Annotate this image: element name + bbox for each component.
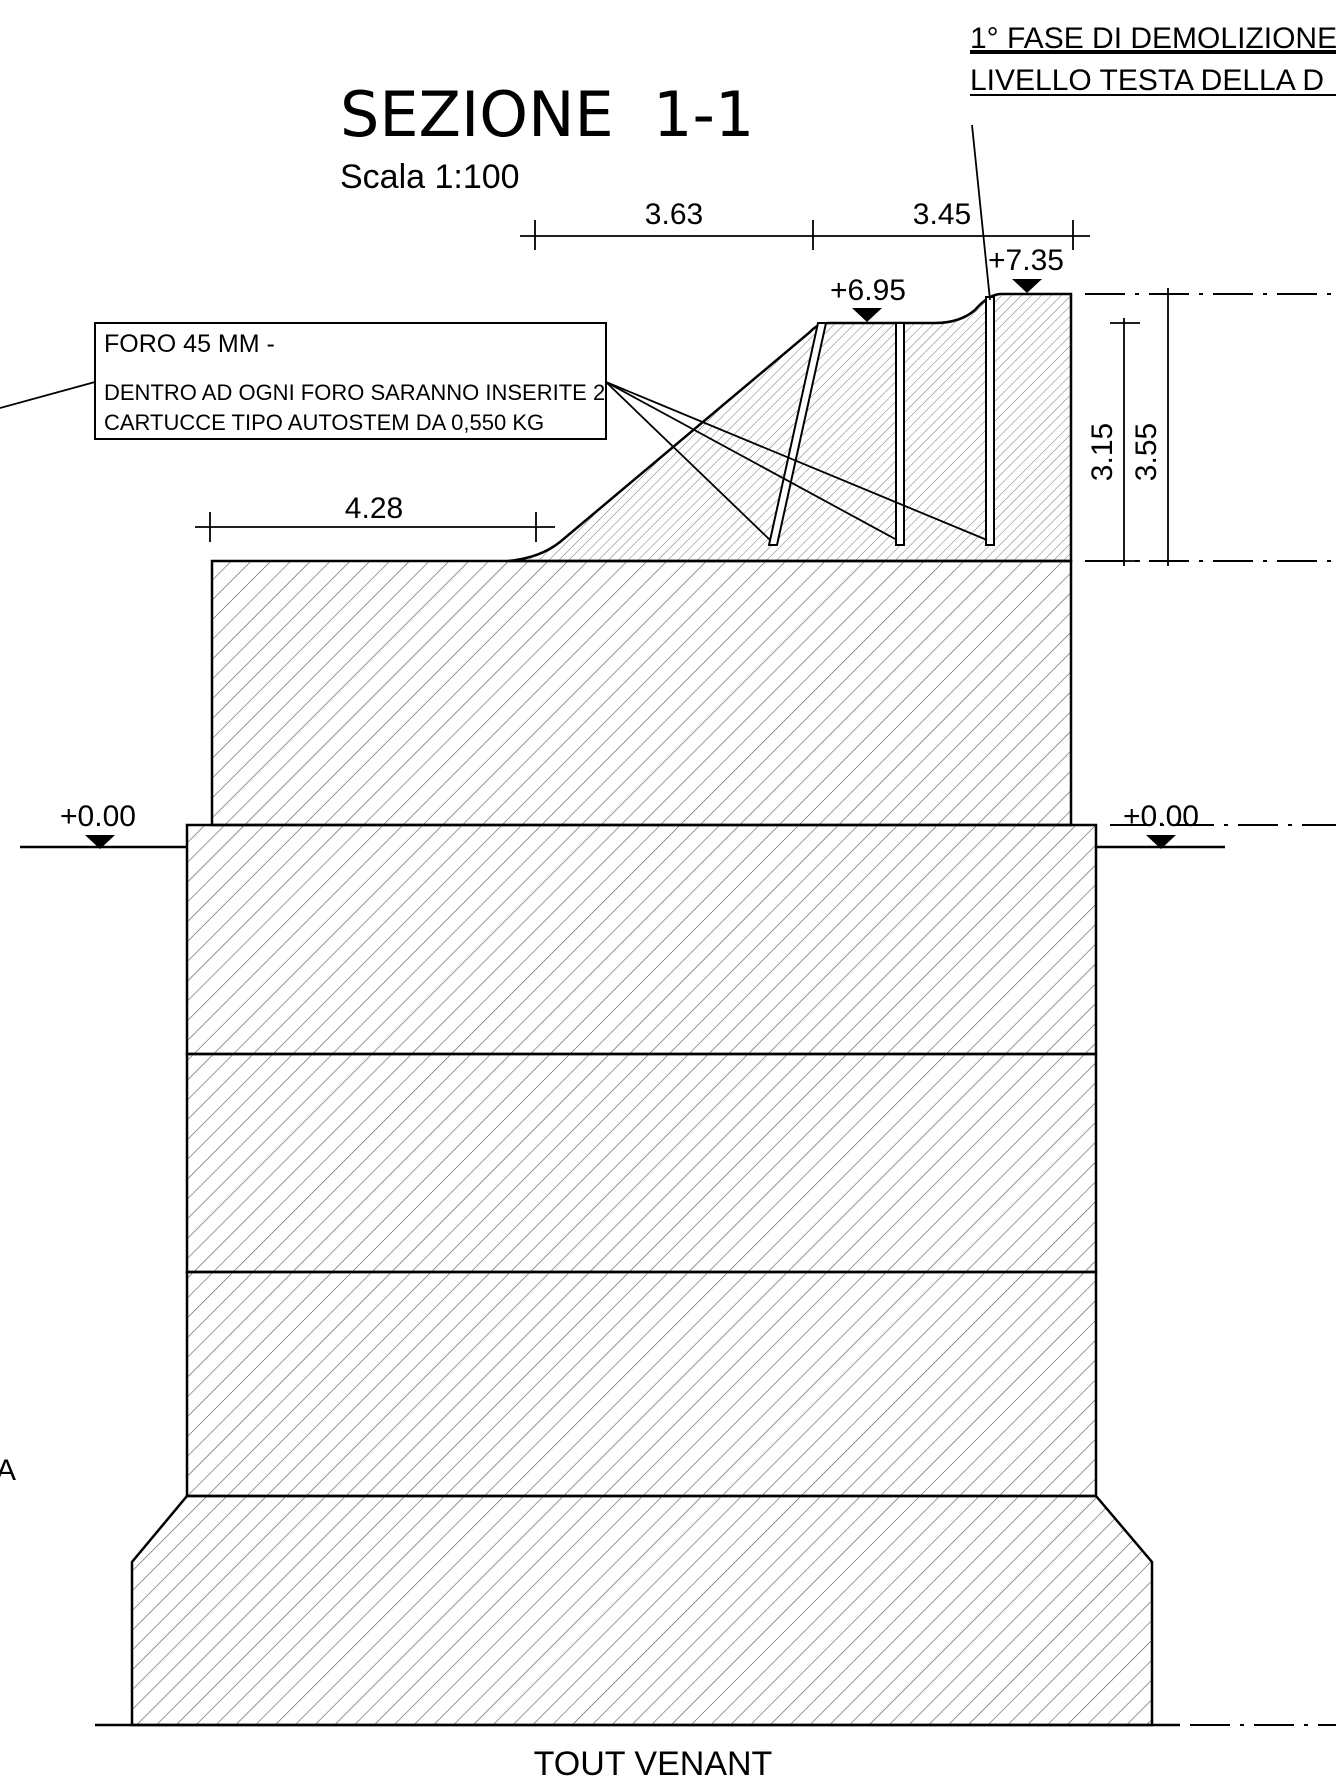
height-dimensions	[1110, 288, 1184, 566]
upper-pier-block	[210, 559, 1073, 827]
left-edge-fragment: A	[0, 1454, 16, 1487]
drill-hole-1	[767, 322, 828, 546]
drawing-scale: Scala 1:100	[340, 158, 520, 196]
dim-height-outer: 3.55	[1130, 423, 1163, 481]
phase-note-line1: 1° FASE DI DEMOLIZIONE	[970, 22, 1336, 55]
elevation-marker-ground-right	[1146, 835, 1176, 849]
lower-block-2	[185, 1052, 1098, 1274]
drill-note-box	[94, 322, 607, 440]
dim-top-right: 3.45	[913, 198, 971, 231]
elevation-ground-left: +0.00	[60, 800, 136, 833]
elevation-ground-right: +0.00	[1123, 800, 1199, 833]
foundation-label: TOUT VENANT	[534, 1745, 773, 1783]
footing	[130, 1494, 1154, 1727]
dim-base-left: 4.28	[345, 492, 403, 525]
dim-height-inner: 3.15	[1086, 423, 1119, 481]
extension-lines	[1085, 293, 1336, 1726]
elevation-marker-ground-left	[85, 835, 115, 849]
drill-hole-3	[985, 296, 995, 546]
dim-top-left: 3.63	[645, 198, 703, 231]
phase-note-leader	[971, 124, 991, 301]
elevation-crest-mid: +6.95	[830, 274, 906, 307]
base-left-dimension	[195, 512, 555, 542]
drill-note-line2: DENTRO AD OGNI FORO SARANNO INSERITE 2	[104, 380, 605, 405]
drawing-title: SEZIONE 1-1	[340, 78, 754, 151]
elevation-marker-crest-top	[1012, 279, 1042, 293]
masonry-body	[130, 559, 1154, 1727]
phase-note-line2: LIVELLO TESTA DELLA D	[970, 64, 1324, 97]
lower-block-1	[185, 823, 1098, 1056]
top-dimension	[520, 220, 1090, 250]
drill-holes	[767, 296, 995, 546]
drill-note-leaders	[0, 381, 988, 541]
drill-note-line3: CARTUCCE TIPO AUTOSTEM DA 0,550 KG	[104, 410, 544, 435]
drill-note-line1: FORO 45 MM -	[104, 330, 275, 358]
lower-block-3	[185, 1270, 1098, 1498]
elevation-marker-crest-mid	[852, 308, 882, 322]
drill-hole-2	[895, 322, 905, 546]
elevation-crest-top: +7.35	[988, 244, 1064, 277]
